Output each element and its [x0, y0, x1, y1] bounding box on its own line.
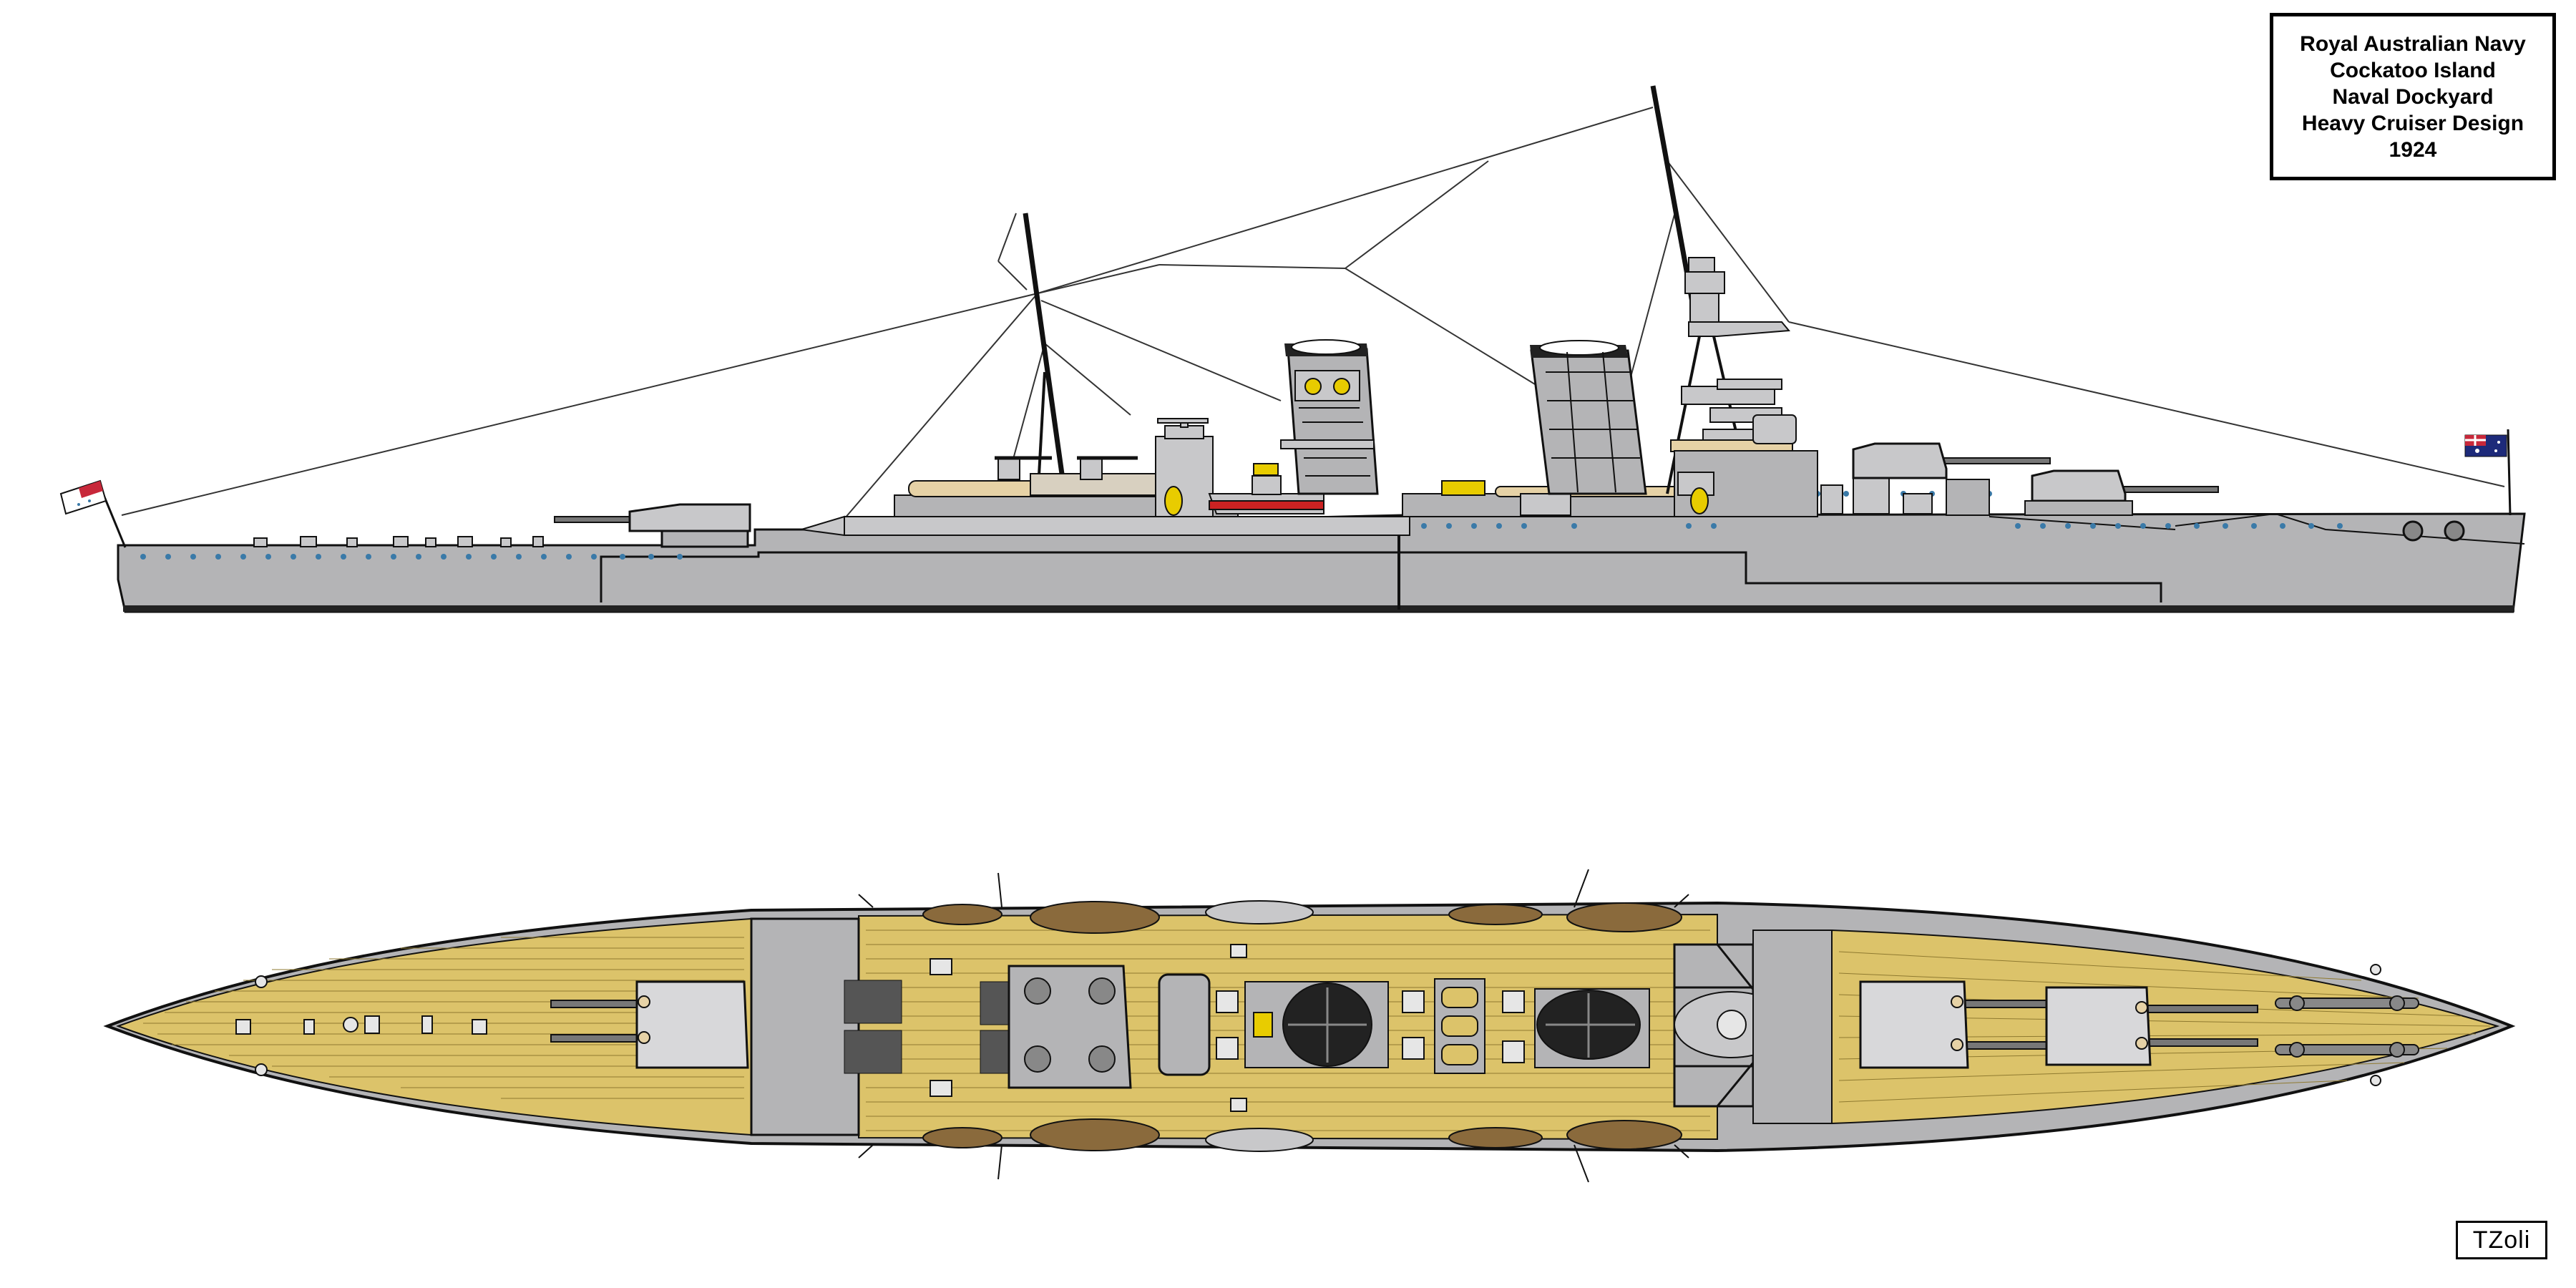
side-turret-b: [1852, 442, 2051, 516]
side-aft-control: [1155, 418, 1214, 517]
plan-searchlight-platform: [1008, 965, 1132, 1089]
title-line-5: 1924: [2389, 137, 2437, 162]
side-foremast: [1650, 85, 1818, 517]
artist-signature: TZoli: [2456, 1221, 2547, 1259]
side-turret-aft: [554, 503, 751, 548]
side-boot-top: [123, 605, 2514, 612]
side-aft-superstructure: [844, 516, 1410, 536]
side-turret-a: [2024, 469, 2219, 516]
title-line-2: Cockatoo Island: [2330, 58, 2496, 82]
side-main-mast: [1023, 213, 1069, 505]
plan-turret-b: [1859, 980, 2069, 1069]
plan-forward-superstructure: [1752, 930, 1833, 1124]
australian-flag-icon: [2464, 429, 2512, 516]
plan-turret-aft: [550, 980, 749, 1069]
title-line-4: Heavy Cruiser Design: [2301, 111, 2524, 135]
side-anchors: [2402, 520, 2465, 542]
plan-turret-a: [2045, 986, 2258, 1066]
side-armour-belt: [600, 551, 2162, 602]
plan-boat-rack: [1434, 978, 1485, 1074]
rigging-wires: [121, 107, 2505, 519]
title-line-1: Royal Australian Navy: [2300, 31, 2526, 56]
side-funnel-forward: [1530, 340, 1647, 495]
plan-boats-port: [858, 869, 1689, 934]
white-ensign-icon: [59, 479, 127, 548]
plan-capstans: [2275, 995, 2419, 1058]
plan-aft-control: [1158, 973, 1211, 1076]
side-funnel-aft: [1280, 339, 1379, 495]
title-block: Royal Australian Navy Cockatoo Island Na…: [2270, 13, 2556, 180]
plan-ventilators: [844, 980, 1010, 1074]
plan-funnel-forward: [1534, 988, 1650, 1068]
side-elevation: [59, 85, 2526, 613]
plan-funnel-aft: [1244, 981, 1389, 1068]
plan-boats-starboard: [858, 1118, 1689, 1183]
plan-aft-deckhouse: [750, 917, 860, 1136]
title-line-3: Naval Dockyard: [2332, 84, 2494, 109]
plan-view: [103, 869, 2516, 1183]
side-motor-launch: [1208, 463, 1324, 514]
plan-fittings: [235, 944, 2381, 1112]
